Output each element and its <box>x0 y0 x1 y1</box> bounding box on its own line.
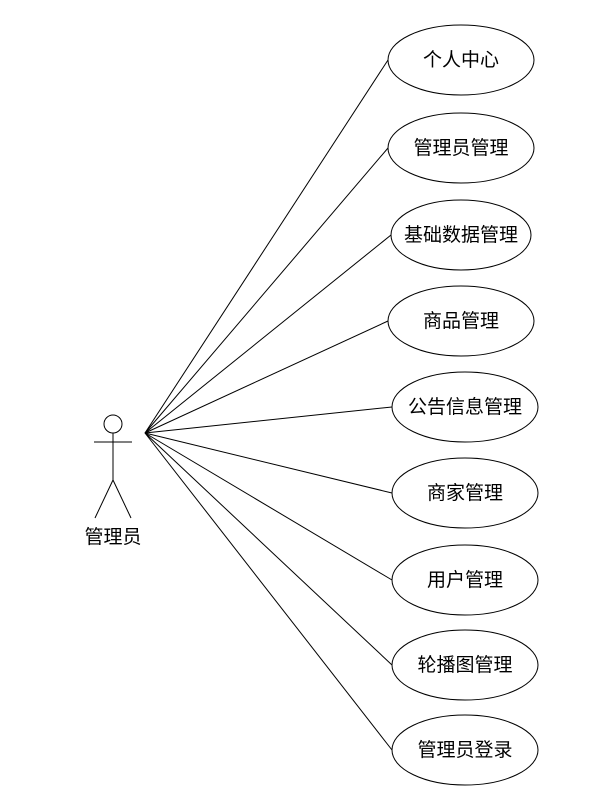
association-line-user-management <box>144 432 393 581</box>
use-case-label: 个人中心 <box>423 49 499 71</box>
use-case-label: 商家管理 <box>427 482 503 504</box>
use-case-admin-login: 管理员登录 <box>391 714 539 786</box>
association-line-carousel-management <box>144 432 393 666</box>
use-case-basic-data-management: 基础数据管理 <box>390 199 532 271</box>
actor-head <box>103 414 123 434</box>
use-case-admin-management: 管理员管理 <box>387 112 535 184</box>
use-case-ellipse <box>391 629 539 701</box>
use-case-ellipse <box>391 544 539 616</box>
association-line-basic-data-management <box>144 234 392 434</box>
use-case-ellipse <box>387 285 535 357</box>
association-line-admin-login <box>144 432 393 751</box>
use-case-merchant-management: 商家管理 <box>391 457 539 529</box>
association-line-announcement-management <box>144 406 393 434</box>
association-lines <box>144 59 393 751</box>
actor-left-leg <box>94 479 114 519</box>
association-line-product-management <box>144 320 389 434</box>
actor-right-leg <box>112 479 132 519</box>
use-case-label: 基础数据管理 <box>404 224 518 246</box>
actor: 管理员 <box>84 414 142 548</box>
use-case-ellipse <box>391 371 539 443</box>
association-line-merchant-management <box>144 432 393 494</box>
use-case-announcement-management: 公告信息管理 <box>391 371 539 443</box>
use-case-label: 管理员登录 <box>417 739 512 761</box>
use-case-label: 轮播图管理 <box>417 654 512 676</box>
association-line-personal-center <box>144 59 389 434</box>
use-case-ellipse <box>391 457 539 529</box>
use-case-label: 管理员管理 <box>413 137 508 159</box>
use-case-ellipse <box>390 199 532 271</box>
use-cases: 个人中心管理员管理基础数据管理商品管理公告信息管理商家管理用户管理轮播图管理管理… <box>387 24 539 786</box>
use-case-label: 公告信息管理 <box>408 396 522 418</box>
use-case-ellipse <box>391 714 539 786</box>
use-case-user-management: 用户管理 <box>391 544 539 616</box>
actor-label: 管理员 <box>84 526 141 548</box>
use-case-ellipse <box>387 112 535 184</box>
use-case-label: 商品管理 <box>423 310 499 332</box>
use-case-ellipse <box>387 24 535 96</box>
use-case-product-management: 商品管理 <box>387 285 535 357</box>
use-case-label: 用户管理 <box>427 569 503 591</box>
association-line-admin-management <box>144 147 389 434</box>
use-case-personal-center: 个人中心 <box>387 24 535 96</box>
use-case-carousel-management: 轮播图管理 <box>391 629 539 701</box>
